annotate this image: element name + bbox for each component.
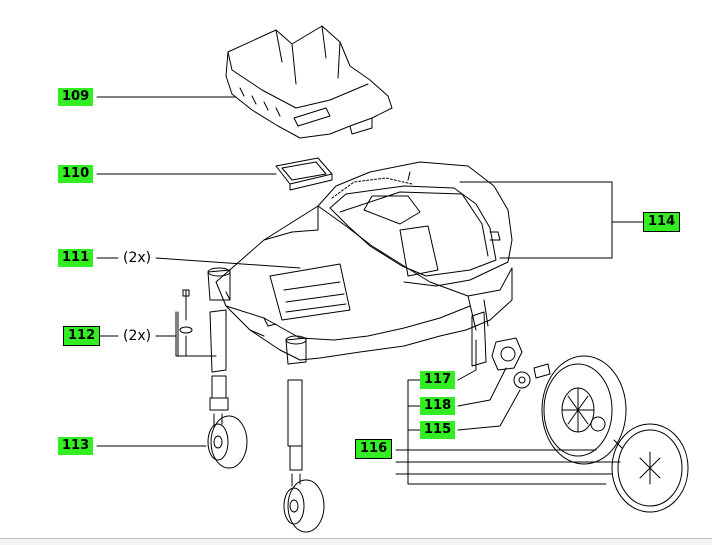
quantity-112: (2x) — [123, 328, 152, 344]
label-113: 113 — [58, 437, 94, 455]
label-112: 112 — [62, 326, 101, 346]
part-116-rear-wheel — [541, 355, 689, 513]
label-115: 115 — [420, 421, 456, 439]
part-112-screw — [175, 289, 217, 357]
label-109: 109 — [58, 88, 94, 106]
label-117: 117 — [420, 371, 456, 389]
part-113-caster-wheels — [207, 309, 325, 533]
label-114: 114 — [642, 212, 681, 232]
footer-divider — [0, 538, 712, 545]
part-117-118-axle-parts — [471, 311, 551, 389]
part-111-caster-mount — [207, 267, 307, 365]
label-116: 116 — [354, 439, 393, 459]
quantity-111: (2x) — [123, 250, 152, 266]
part-109-tray — [225, 25, 393, 139]
label-118: 118 — [420, 397, 456, 415]
label-111: 111 — [58, 249, 94, 267]
part-114-housing — [317, 161, 513, 287]
leader-lines — [96, 96, 645, 485]
label-110: 110 — [58, 165, 94, 183]
part-110-filter-frame — [275, 157, 333, 191]
part-body-chassis — [215, 205, 513, 361]
